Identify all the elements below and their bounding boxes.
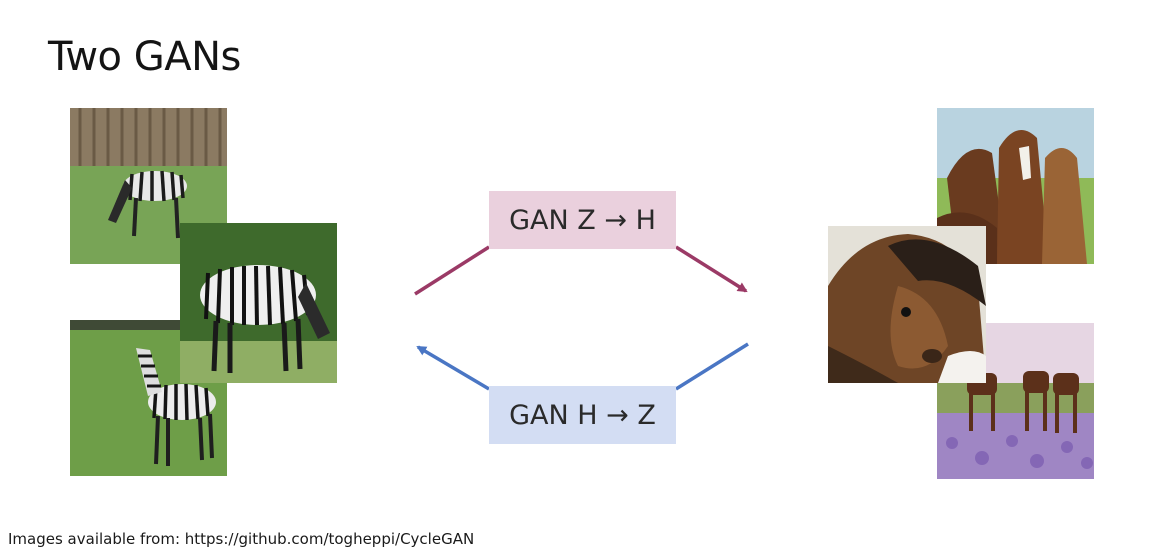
gan-h-to-z-box: GAN H → Z xyxy=(489,386,676,444)
gan-h-to-z-label: GAN H → Z xyxy=(509,399,656,431)
zebra-photo-standing xyxy=(70,320,227,476)
arrow-h-to-z xyxy=(416,342,749,391)
gan-z-to-h-box: GAN Z → H xyxy=(489,191,676,249)
image-source-footer: Images available from: https://github.co… xyxy=(8,530,475,548)
arrow-z-to-h xyxy=(414,245,748,296)
zebra-photo-grevys xyxy=(180,223,337,383)
horse-photo-portrait xyxy=(828,226,986,383)
gan-z-to-h-label: GAN Z → H xyxy=(509,204,656,236)
slide-title: Two GANs xyxy=(48,34,241,80)
